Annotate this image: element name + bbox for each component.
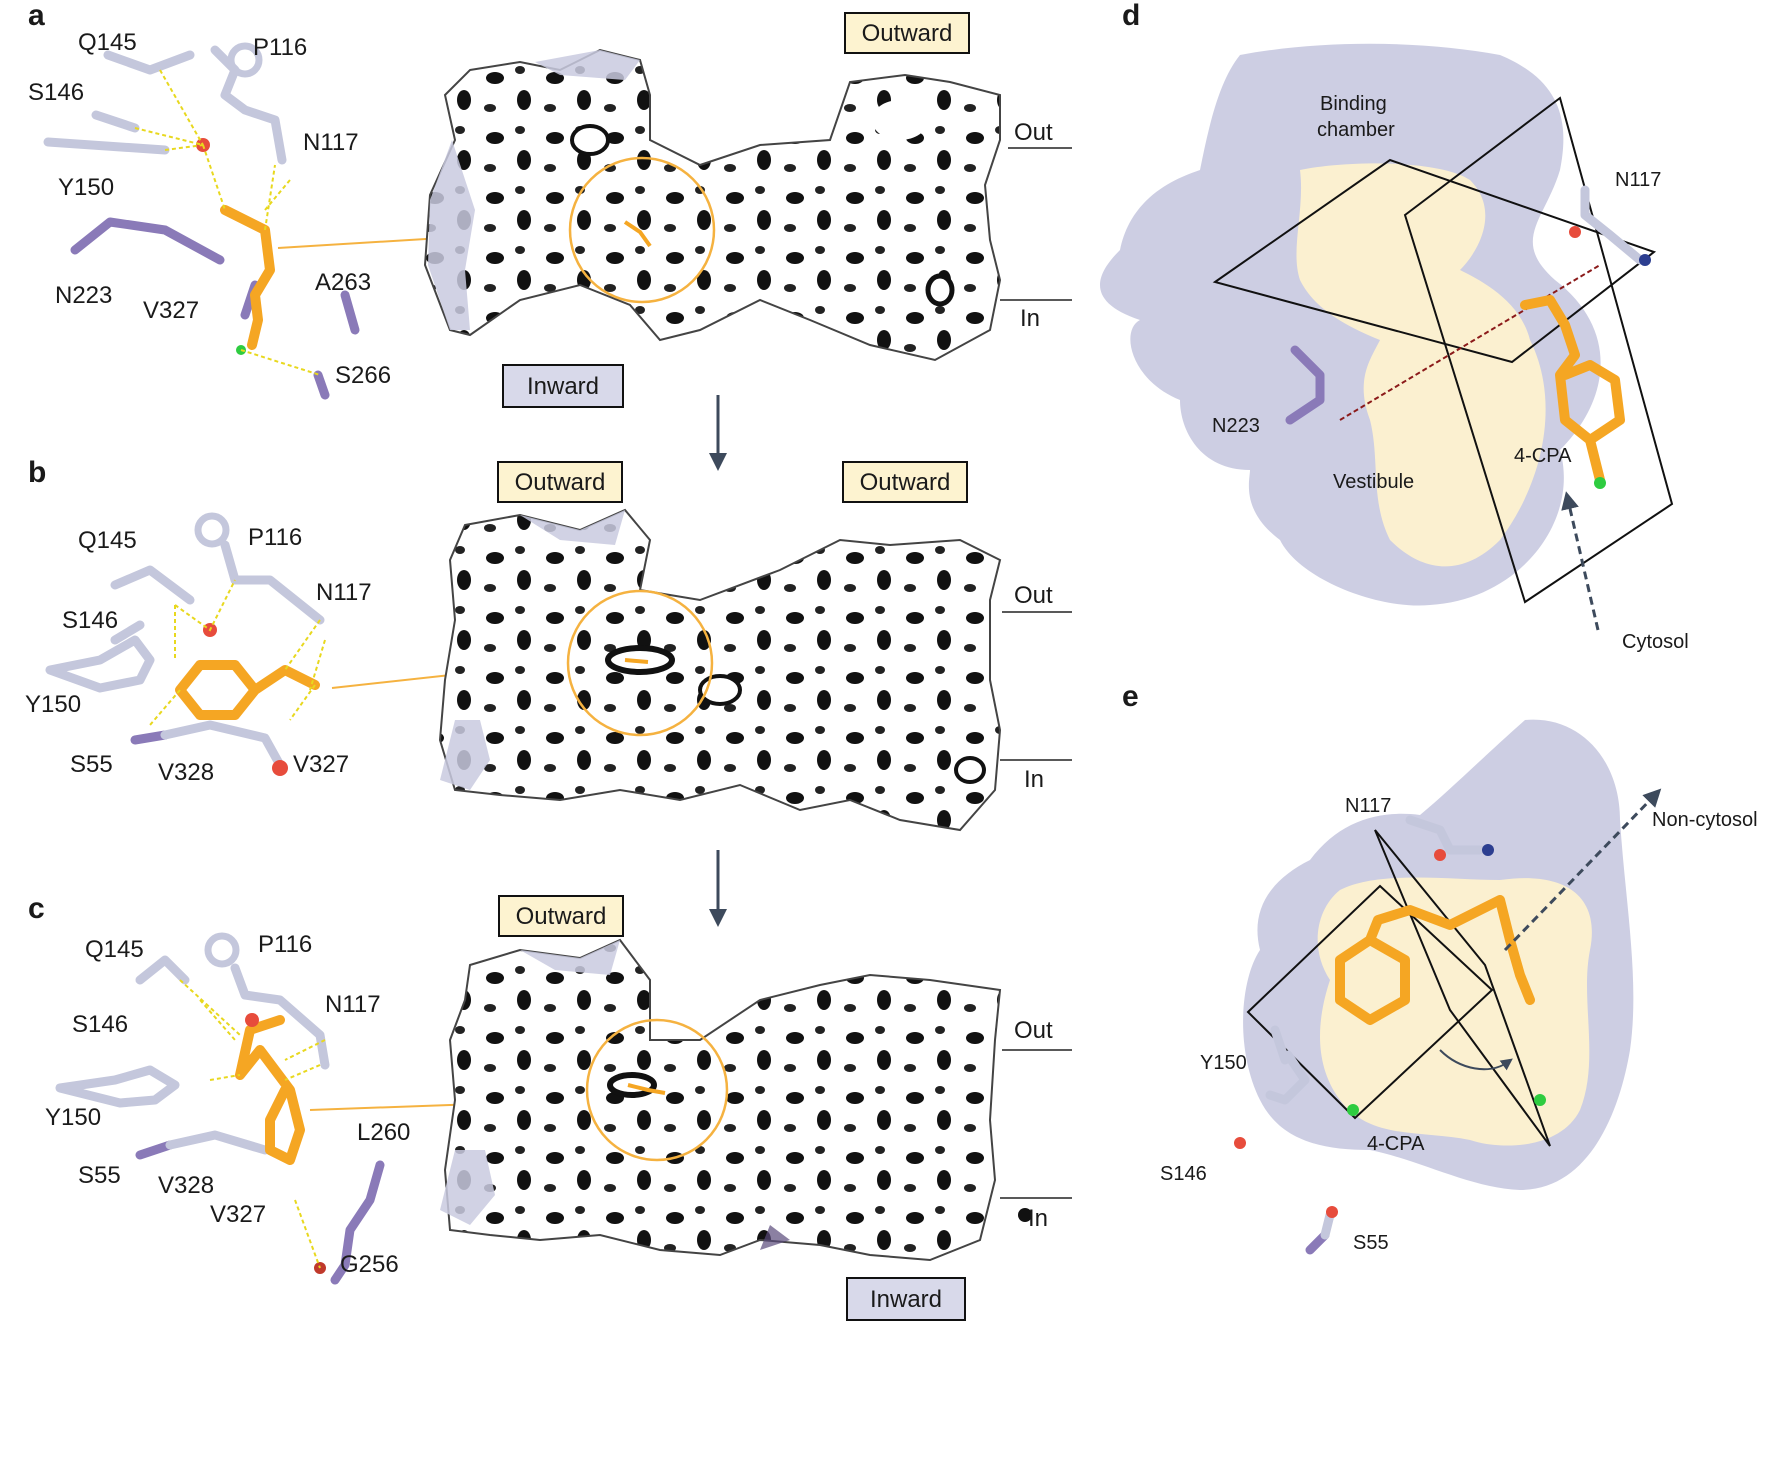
transporter-slice-c [440,938,1032,1262]
state-box-outward: Outward [498,895,624,937]
membrane-in-label: In [1028,1205,1048,1232]
residue-label: P116 [258,931,312,958]
residue-label: S55 [1353,1232,1389,1254]
residue-label: A263 [315,269,371,296]
membrane-out-label: Out [1014,1017,1053,1044]
residue-sticks-e [1234,815,1546,1255]
residue-label: Y150 [1200,1052,1247,1074]
residue-label: S146 [1160,1163,1207,1185]
membrane-in-label: In [1020,305,1040,332]
residue-label: Q145 [78,29,137,56]
panel-label-e: e [1122,680,1139,713]
residue-label: Y150 [25,691,81,718]
state-box-inward: Inward [846,1277,966,1321]
svg-text:Outward: Outward [516,903,607,930]
residue-label: Q145 [78,527,137,554]
residue-label: N117 [325,991,381,1018]
binding-site-b [45,512,326,776]
state-box-outward: Outward [844,12,970,54]
binding-chamber-label: chamber [1317,119,1395,141]
residue-label: S55 [70,751,113,778]
svg-text:Inward: Inward [527,373,599,400]
curved-arrow-icon [1439,1049,1513,1071]
cytosol-label: Cytosol [1622,631,1689,653]
residue-label: N117 [303,129,359,156]
dashed-arrow-icon [1561,491,1600,631]
panel-label-d: d [1122,0,1140,32]
residue-label: L260 [357,1119,410,1146]
cavity-envelope-e [1243,719,1634,1190]
residue-label: N223 [1212,415,1260,437]
residue-label: V328 [158,1172,214,1199]
residue-sticks-d [1285,185,1651,489]
non-cytosol-label: Non-cytosol [1652,809,1758,831]
plane-outline [1246,884,1494,1120]
membrane-in-label: In [1024,766,1044,793]
residue-label: N223 [55,282,112,309]
ligand-mini [627,1083,666,1095]
residue-label: S146 [28,79,84,106]
residue-label: Y150 [45,1104,101,1131]
zoom-circle-a [568,156,716,304]
ligand-mini [623,220,652,248]
ligand-mini [624,658,649,664]
state-box-inward: Inward [502,364,624,408]
residue-label: P116 [248,524,302,551]
binding-site-c [55,932,385,1285]
panel-label-b: b [28,456,46,489]
svg-text:Inward: Inward [870,1286,942,1313]
transporter-slice-b [438,508,1002,832]
residue-label: Y150 [58,174,114,201]
ligand-label: 4-CPA [1367,1133,1425,1155]
svg-text:Outward: Outward [862,20,953,47]
dashed-arrow-icon [1503,788,1662,952]
residue-label: V327 [210,1201,266,1228]
binding-site-a [43,42,360,400]
residue-label: S146 [62,607,118,634]
membrane-out-label: Out [1014,119,1053,146]
ligand-label: 4-CPA [1514,445,1572,467]
residue-label: V327 [293,751,349,778]
state-box-outward: Outward [497,461,623,503]
residue-label: S55 [78,1162,121,1189]
residue-label: N117 [1345,795,1391,817]
vestibule-label: Vestibule [1333,471,1414,493]
plane-outline [1403,96,1674,604]
panel-label-a: a [28,0,45,32]
residue-label: P116 [253,34,307,61]
residue-label: S266 [335,362,391,389]
residue-label: V327 [143,297,199,324]
svg-text:Outward: Outward [515,469,606,496]
zoom-circle-b [566,589,714,737]
residue-label: V328 [158,759,214,786]
residue-label: N117 [1615,169,1661,191]
membrane-out-label: Out [1014,582,1053,609]
residue-label: S146 [72,1011,128,1038]
svg-text:Outward: Outward [860,469,951,496]
residue-label: N117 [316,579,372,606]
zoom-circle-c [585,1018,729,1162]
axis-line [1339,264,1601,421]
residue-label: Q145 [85,936,144,963]
plane-outline [1212,158,1657,364]
state-box-outward: Outward [842,461,968,503]
residue-label: G256 [340,1251,399,1278]
transporter-slice-a [423,48,1002,362]
panel-label-c: c [28,892,45,925]
binding-chamber-label: Binding [1320,93,1387,115]
